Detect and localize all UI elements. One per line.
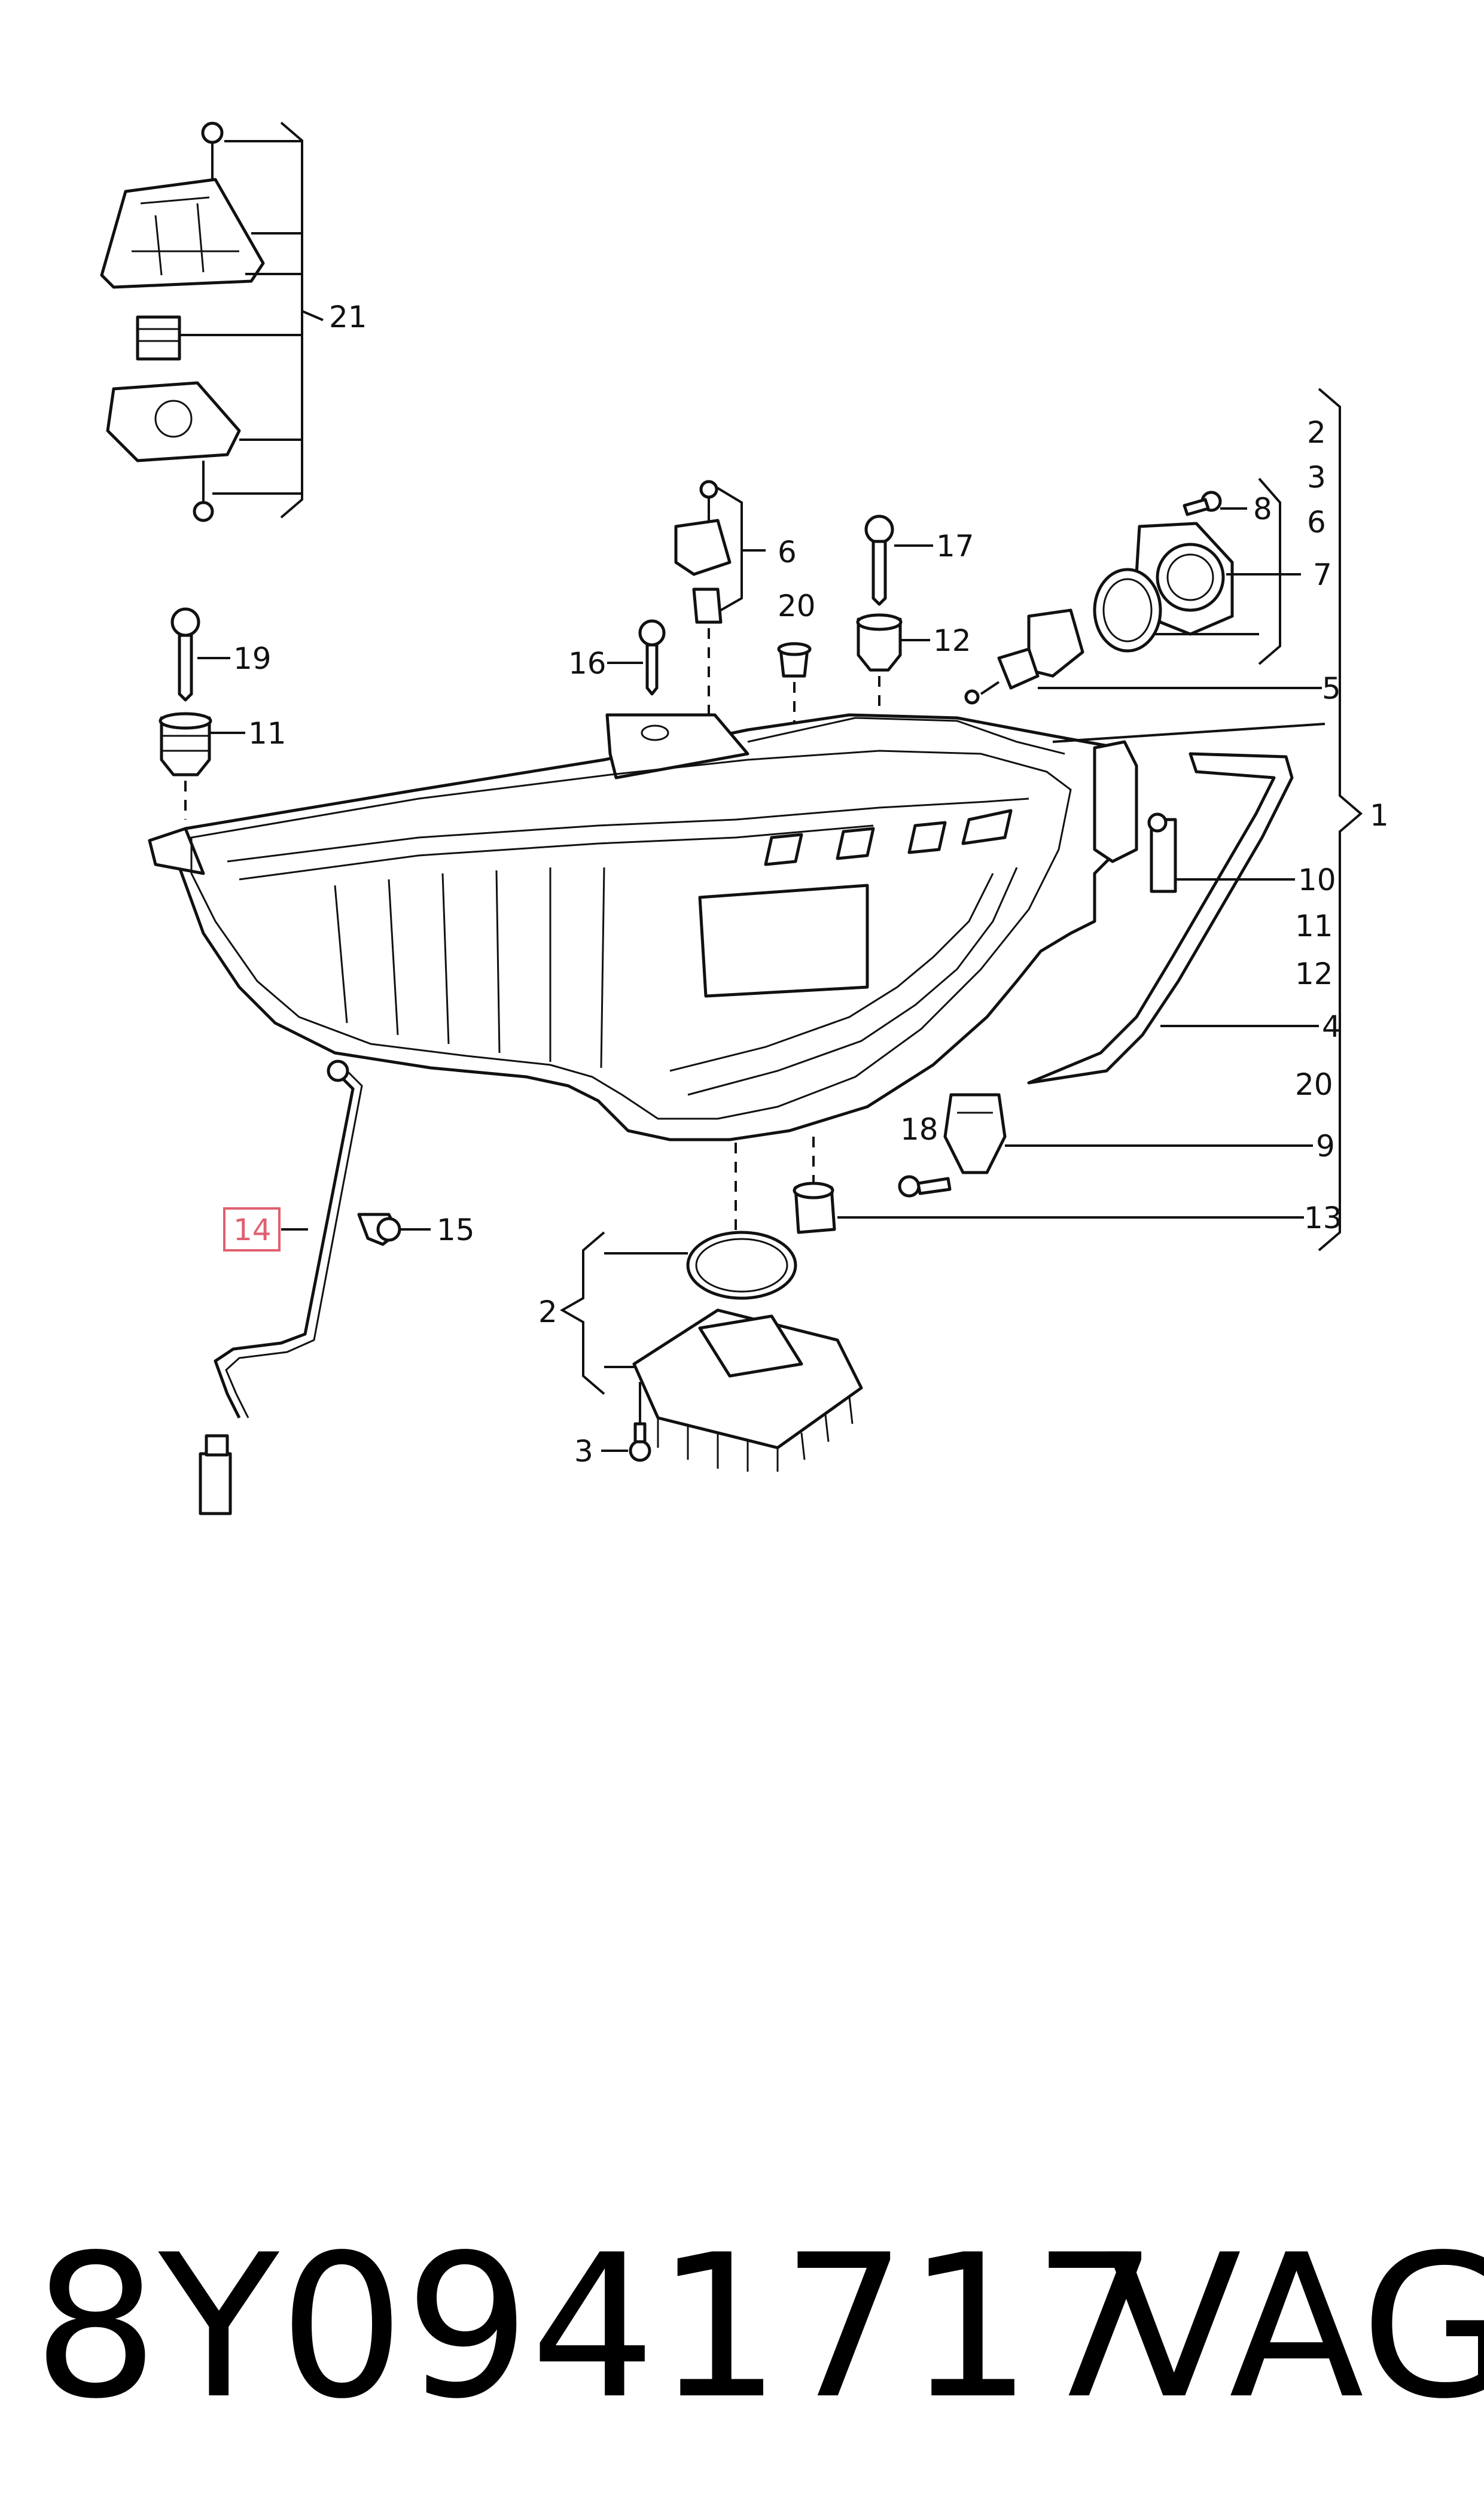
seal-strip-item-4: 4 10: [1027, 752, 1341, 1085]
callout-11-right: 11: [1295, 909, 1333, 943]
callout-6-right: 6: [1307, 505, 1326, 540]
callout-6-top: 6: [778, 535, 797, 570]
callout-5: 5: [1322, 671, 1341, 706]
bracket-assembly-group-21: 21: [100, 121, 367, 522]
clip-item-15: 15: [357, 1213, 475, 1247]
left-fasteners: 19 11: [159, 607, 287, 820]
callout-7: 7: [1313, 558, 1332, 592]
callout-9: 9: [1316, 1129, 1335, 1164]
callout-4: 4: [1322, 1009, 1341, 1044]
brand-label: VAG: [1107, 2212, 1484, 2442]
callout-12-top: 12: [933, 623, 971, 658]
callout-10: 10: [1298, 863, 1336, 897]
callout-14: 14: [233, 1213, 272, 1247]
callout-2-right: 2: [1307, 415, 1326, 450]
callout-1: 1: [1370, 798, 1389, 833]
callout-19: 19: [233, 641, 272, 676]
callout-17: 17: [936, 529, 974, 564]
callout-11-left: 11: [248, 716, 287, 751]
top-fasteners: 6 17 12 20 16: [568, 480, 974, 742]
callout-8: 8: [1253, 492, 1272, 526]
control-module-group-2: 2 3: [538, 1231, 863, 1472]
rubber-cap-item-13: 13: [793, 1182, 1342, 1235]
cover-cap-group-7: 7 8: [1093, 477, 1332, 665]
callout-16: 16: [568, 646, 607, 681]
headlight-housing: [148, 713, 1325, 1250]
callout-20-right: 20: [1295, 1067, 1333, 1102]
right-bracket-group-1: 2 3 6 1 11 12 20: [1295, 388, 1389, 1252]
callout-2-lower: 2: [538, 1295, 557, 1329]
cable-item-14: 14: [199, 1059, 363, 1515]
callout-18: 18: [900, 1112, 938, 1147]
callout-12-right: 12: [1295, 957, 1333, 991]
part-number: 8Y0941717: [33, 2212, 1159, 2442]
callout-14-highlight-box: [223, 1207, 281, 1252]
callout-20-top: 20: [778, 589, 816, 623]
callout-15: 15: [437, 1213, 475, 1247]
footer: 8Y0941717 VAG: [0, 2213, 1484, 2441]
callout-3-right: 3: [1307, 460, 1326, 495]
clip-item-9: 9 18: [898, 1093, 1335, 1198]
callout-21: 21: [329, 300, 367, 334]
callout-3-lower: 3: [574, 1434, 593, 1469]
callout-13: 13: [1304, 1201, 1342, 1235]
bulb-socket-item-5: 5: [964, 608, 1341, 706]
